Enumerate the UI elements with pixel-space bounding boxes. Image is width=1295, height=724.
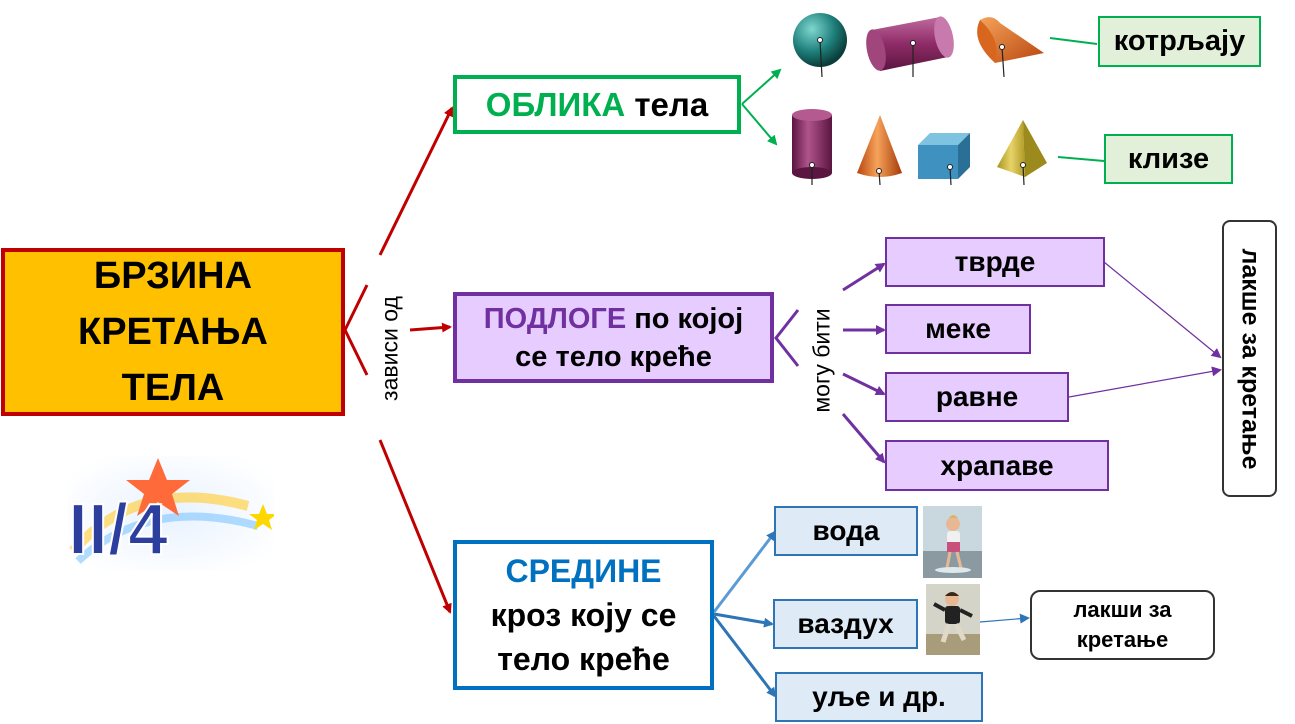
shape-factor-box: ОБЛИКА тела bbox=[453, 75, 741, 134]
arrow-media-1 bbox=[712, 530, 777, 613]
surface-soft: меке bbox=[885, 304, 1031, 354]
podloge-chevron bbox=[774, 309, 800, 367]
arrow-to-podloge bbox=[409, 322, 452, 333]
medium-factor-box: СРЕДИНЕ кроз коју се тело креће bbox=[453, 540, 714, 690]
arrow-surface-3 bbox=[842, 372, 886, 396]
child-air-photo bbox=[926, 584, 980, 655]
can-be-label: могу бити bbox=[808, 308, 835, 413]
upright-cone-icon bbox=[857, 115, 902, 186]
arrow-ravne-result bbox=[1068, 366, 1222, 398]
surface-smooth: равне bbox=[885, 372, 1069, 422]
medium-oil: уље и др. bbox=[775, 672, 983, 722]
surface-result-box: лакше за кретање bbox=[1222, 220, 1277, 497]
medium-air: ваздух bbox=[773, 599, 918, 649]
cone-icon bbox=[977, 17, 1044, 78]
line-to-roll bbox=[1049, 37, 1098, 45]
surface-result-text: лакше за кретање bbox=[1236, 248, 1264, 469]
sliding-shapes bbox=[792, 109, 1047, 186]
upright-cylinder-icon bbox=[792, 109, 832, 185]
arrow-oblika-slide bbox=[741, 103, 778, 146]
main-title-line2: КРЕТАЊА bbox=[78, 311, 268, 353]
shape-factor-rest: тела bbox=[634, 85, 709, 123]
surface-factor-highlight: ПОДЛОГЕ bbox=[483, 302, 627, 335]
surface-factor-box: ПОДЛОГЕ по којој се тело креће bbox=[453, 292, 774, 383]
sphere-icon bbox=[793, 13, 847, 78]
arrow-to-sredine bbox=[378, 439, 452, 614]
rolling-shapes bbox=[793, 13, 1044, 78]
slide-outcome-box: клизе bbox=[1104, 134, 1233, 184]
medium-water: вода bbox=[774, 506, 918, 556]
surface-factor-line2: се тело креће bbox=[515, 340, 712, 373]
arrow-tvrde-result bbox=[1103, 261, 1222, 359]
medium-result-box: лакши за кретање bbox=[1030, 590, 1215, 660]
roll-outcome-box: котрљају bbox=[1098, 16, 1261, 67]
child-water-photo bbox=[923, 506, 982, 578]
arrow-media-3 bbox=[712, 615, 777, 698]
arrow-surface-1 bbox=[842, 262, 886, 292]
surface-hard: тврде bbox=[885, 237, 1105, 287]
main-title-line3: ТЕЛА bbox=[121, 367, 225, 409]
main-chevron bbox=[343, 284, 369, 376]
star-logo: II/4 bbox=[68, 456, 274, 571]
badge-text: II/4 bbox=[68, 490, 168, 570]
arrow-oblika-roll bbox=[741, 68, 782, 105]
pyramid-icon bbox=[997, 120, 1047, 186]
arrow-media-2 bbox=[713, 612, 774, 628]
line-to-slide bbox=[1057, 156, 1105, 162]
arrow-surface-4 bbox=[841, 413, 886, 464]
cube-icon bbox=[918, 133, 970, 186]
depends-on-label: зависи од bbox=[376, 296, 403, 401]
surface-rough: храпаве bbox=[885, 440, 1109, 491]
main-topic-box: БРЗИНА КРЕТАЊА ТЕЛА bbox=[1, 248, 345, 416]
arrow-air-result bbox=[979, 613, 1030, 624]
medium-result-line2: кретање bbox=[1076, 627, 1169, 652]
cylinder-icon bbox=[866, 16, 954, 77]
surface-factor-rest1: по којој bbox=[634, 302, 744, 335]
medium-factor-line3: тело креће bbox=[497, 641, 670, 677]
medium-result-line1: лакши за bbox=[1073, 597, 1172, 622]
main-title-line1: БРЗИНА bbox=[93, 255, 253, 297]
arrow-to-oblika bbox=[378, 106, 454, 256]
shape-factor-highlight: ОБЛИКА bbox=[485, 85, 626, 123]
medium-factor-highlight: СРЕДИНЕ bbox=[505, 553, 662, 589]
medium-factor-line2: кроз коју се bbox=[490, 597, 677, 633]
